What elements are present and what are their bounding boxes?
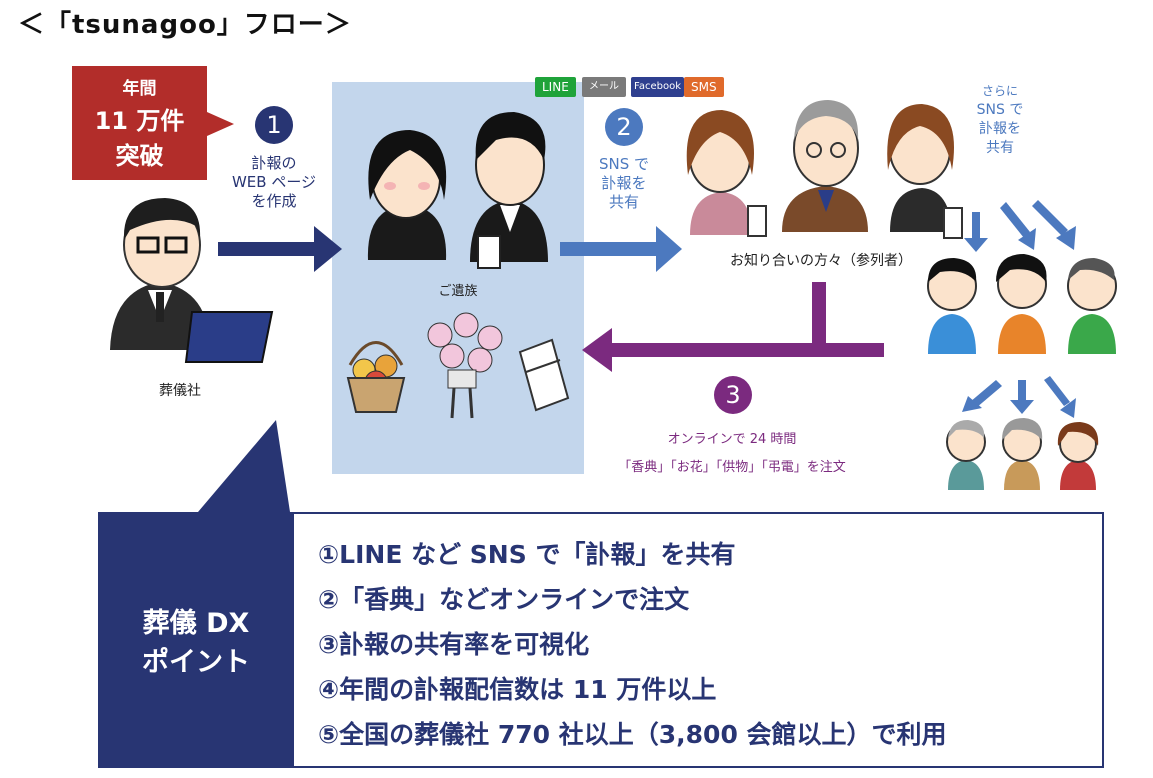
- tag-facebook: Facebook: [631, 77, 684, 97]
- further-share-text: さらに SNS で 訃報を 共有: [965, 82, 1035, 158]
- step-2-number: 2: [605, 108, 643, 146]
- woman-attendee-icon: [686, 110, 767, 237]
- funeral-home-label: 葬儀社: [159, 383, 201, 399]
- old-man-attendee-icon: [782, 100, 868, 232]
- step-1-text: 訃報の WEB ページ を作成: [214, 154, 334, 211]
- dx-heading: 葬儀 DX ポイント: [98, 512, 294, 768]
- spread-arrows-1: [964, 200, 1076, 252]
- step-1-line: を作成: [251, 192, 297, 210]
- fruit-basket-icon: [346, 341, 406, 413]
- step-2-line: SNS で: [598, 155, 650, 173]
- step-1-line: 訃報の: [251, 154, 297, 172]
- tag-line: LINE: [535, 77, 576, 97]
- dx-point: ②「香典」などオンラインで注文: [318, 585, 690, 614]
- tag-sms: SMS: [684, 77, 724, 97]
- flower-stand-icon: [427, 312, 503, 419]
- funeral-staff-icon: [110, 198, 274, 363]
- dx-heading-line-1: 葬儀 DX: [142, 608, 250, 639]
- step-2-text: SNS で 訃報を 共有: [584, 155, 664, 212]
- page-title: ＜「tsunagoo」フロー＞: [18, 10, 352, 40]
- arrow-step-3: [582, 282, 884, 372]
- step-3-line-2: 「香典」「お花」「供物」「弔電」を注文: [618, 460, 846, 475]
- arrow-step-1: [218, 226, 342, 272]
- woman-attendee-icon: [887, 104, 963, 239]
- dx-point: ④年間の訃報配信数は 11 万件以上: [318, 675, 717, 704]
- step-2-line: 共有: [608, 193, 639, 211]
- further-share-line: 訃報を: [979, 121, 1021, 137]
- dx-heading-line-2: ポイント: [142, 647, 250, 678]
- dx-point: ③訃報の共有率を可視化: [318, 630, 590, 659]
- bereaved-family-label: ご遺族: [438, 284, 478, 299]
- bereaved-woman-icon: [367, 130, 447, 260]
- further-share-line: さらに: [981, 84, 1018, 98]
- person-icon: [1057, 422, 1099, 490]
- badge-line-1: 年間: [122, 79, 157, 99]
- person-icon: [946, 420, 986, 490]
- further-share-line: 共有: [986, 140, 1014, 156]
- annual-count-badge: 年間 11 万件 突破: [72, 66, 207, 180]
- spread-arrows-2: [962, 376, 1076, 418]
- step-1-number: 1: [255, 106, 293, 144]
- step-1-line: WEB ページ: [231, 173, 317, 191]
- condolence-envelope-icon: [518, 338, 570, 412]
- badge-line-3: 突破: [115, 142, 164, 170]
- person-icon: [1067, 258, 1117, 354]
- arrow-step-2: [560, 226, 682, 272]
- step-2-line: 訃報を: [601, 174, 647, 192]
- further-share-line: SNS で: [976, 102, 1024, 118]
- dx-point: ①LINE など SNS で「訃報」を共有: [318, 540, 736, 569]
- step-3-number: 3: [714, 376, 752, 414]
- dx-point: ⑤全国の葬儀社 770 社以上（3,800 会館以上）で利用: [318, 720, 947, 749]
- dx-points-list: ①LINE など SNS で「訃報」を共有 ②「香典」などオンラインで注文 ③訃…: [318, 532, 947, 757]
- tag-mail: メール: [582, 77, 626, 97]
- person-icon: [927, 258, 977, 354]
- dx-pointer: [198, 420, 290, 512]
- bereaved-man-icon: [470, 112, 548, 269]
- badge-line-2: 11 万件: [94, 107, 185, 135]
- step-3-line-1: オンラインで 24 時間: [667, 432, 797, 447]
- person-icon: [1002, 418, 1043, 490]
- acquaintances-label: お知り合いの方々（参列者）: [730, 253, 912, 269]
- person-icon: [996, 254, 1047, 354]
